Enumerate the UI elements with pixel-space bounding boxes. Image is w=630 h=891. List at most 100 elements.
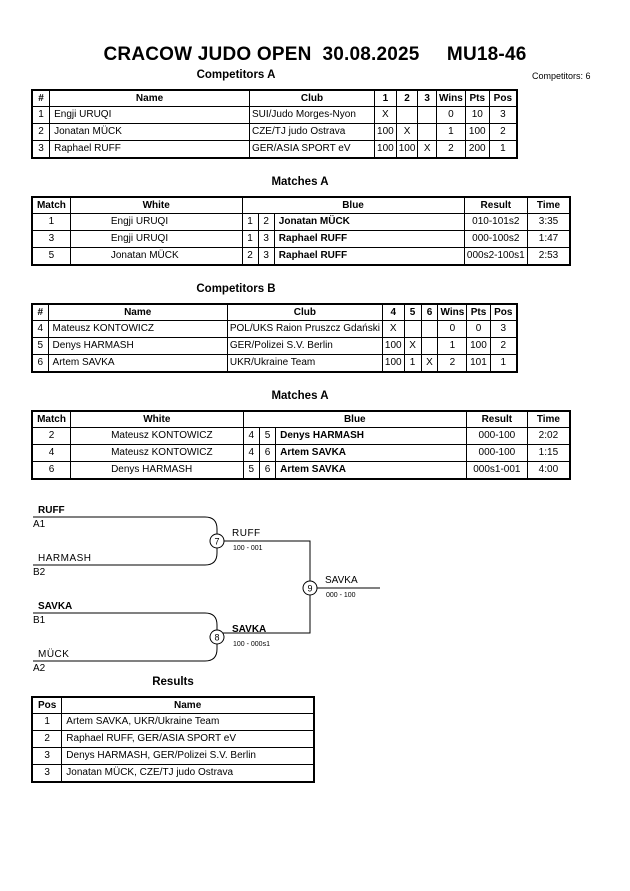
table-row: 4 Mateusz KONTOWICZ 4 6 Artem SAVKA 000-… [31, 444, 571, 462]
cell: Engji URUQI [69, 213, 243, 231]
table-row: 1 Engji URUQI SUI/Judo Morges-Nyon X 0 1… [31, 106, 518, 124]
sf2-bottom-name: MÜCK [38, 648, 69, 660]
cell: 1 [437, 337, 468, 355]
cell: Denys HARMASH, GER/Polizei S.V. Berlin [61, 747, 315, 765]
cell: 3 [31, 140, 51, 159]
cell: GER/ASIA SPORT eV [248, 140, 376, 159]
cell [417, 123, 437, 141]
competitors-b-title: Competitors B [196, 283, 276, 295]
cell: Denys HARMASH [70, 461, 244, 480]
cell: Engji URUQI [69, 230, 243, 248]
cell: 0 [466, 320, 491, 338]
cell: 010-101s2 [463, 213, 529, 231]
col-header: Name [47, 303, 228, 321]
col-header: # [31, 89, 51, 107]
cell: Raphael RUFF [273, 230, 465, 248]
competitors-a-title: Competitors A [196, 69, 276, 81]
results-table: Pos Name 1 Artem SAVKA, UKR/Ukraine Team… [31, 696, 315, 783]
cell: Artem SAVKA [275, 461, 467, 480]
col-header: Name [49, 89, 250, 107]
cell: Artem SAVKA [275, 444, 467, 462]
cell: 000s2-100s1 [463, 247, 529, 266]
sf2-winner: SAVKA [232, 624, 266, 635]
cell: 5 [242, 461, 260, 480]
cell: Denys HARMASH [275, 427, 467, 445]
sf2-bottom-seed: A2 [33, 663, 46, 674]
col-header: Time [526, 410, 571, 428]
competitors-b-table: # Name Club 4 5 6 Wins Pts Pos 4 Mateusz… [31, 303, 518, 373]
cell: 1:47 [527, 230, 571, 248]
cell: 2:02 [526, 427, 571, 445]
cell: 10 [464, 106, 490, 124]
matches-b-title: Matches A [271, 390, 329, 402]
cell: 1 [241, 230, 259, 248]
table-row: 3 Jonatan MÜCK, CZE/TJ judo Ostrava [31, 764, 315, 783]
cell: Jonatan MÜCK, CZE/TJ judo Ostrava [61, 764, 315, 783]
cell: 100 [381, 354, 405, 373]
col-header: Result [463, 196, 529, 214]
sf1-bottom-seed: B2 [33, 567, 46, 578]
sf1-top-seed: A1 [33, 519, 46, 530]
cell: 5 [31, 337, 49, 355]
cell: Jonatan MÜCK [69, 247, 243, 266]
cell: 3 [489, 320, 518, 338]
cell: 6 [258, 461, 277, 480]
sf2-match-number: 8 [214, 633, 219, 643]
match-circle [302, 580, 318, 596]
col-header: Match [31, 196, 71, 214]
cell [395, 106, 419, 124]
cell: 100 [374, 140, 397, 159]
table-row: 2 Mateusz KONTOWICZ 4 5 Denys HARMASH 00… [31, 427, 571, 445]
cell: 4:00 [526, 461, 571, 480]
cell: 6 [31, 461, 72, 480]
cell: 5 [258, 427, 277, 445]
col-header: 4 [381, 303, 405, 321]
cell: 6 [258, 444, 277, 462]
sf1-bottom-name: HARMASH [38, 553, 92, 564]
cell [417, 106, 437, 124]
cell: Engji URUQI [49, 106, 250, 124]
cell: GER/Polizei S.V. Berlin [226, 337, 383, 355]
sf2-score: 100 - 000s1 [233, 641, 270, 648]
cell: Mateusz KONTOWICZ [70, 444, 244, 462]
col-header: Pos [489, 303, 518, 321]
page-title: CRACOW JUDO OPEN 30.08.2025 MU18-46 [103, 44, 527, 65]
cell: Artem SAVKA [47, 354, 228, 373]
competitors-count: Competitors: 6 [532, 71, 591, 81]
final-winner: SAVKA [325, 575, 358, 586]
col-header: # [31, 303, 49, 321]
col-header: Wins [436, 89, 466, 107]
col-header: Pos [31, 696, 63, 714]
table-row: 5 Jonatan MÜCK 2 3 Raphael RUFF 000s2-10… [31, 247, 571, 266]
sf1-top-name: RUFF [38, 505, 65, 516]
cell: CZE/TJ judo Ostrava [248, 123, 376, 141]
cell: 2 [31, 427, 72, 445]
col-header: 3 [417, 89, 437, 107]
sf1-winner: RUFF [232, 528, 261, 539]
cell: 101 [466, 354, 491, 373]
cell: 4 [242, 427, 260, 445]
cell: 3 [488, 106, 518, 124]
sf2-top-seed: B1 [33, 615, 46, 626]
cell [420, 337, 439, 355]
cell: SUI/Judo Morges-Nyon [248, 106, 376, 124]
col-header: White [69, 196, 243, 214]
col-header: Club [226, 303, 383, 321]
cell: Raphael RUFF [49, 140, 250, 159]
cell: 1 [436, 123, 466, 141]
cell: 3:35 [527, 213, 571, 231]
cell: 3 [257, 230, 275, 248]
cell: 5 [31, 247, 71, 266]
table-row: 3 Raphael RUFF GER/ASIA SPORT eV 100 100… [31, 140, 518, 159]
final-score: 000 - 100 [326, 592, 356, 599]
sf1-score: 100 - 001 [233, 545, 263, 552]
cell: Denys HARMASH [47, 337, 228, 355]
col-header: Pts [466, 303, 491, 321]
cell: Artem SAVKA, UKR/Ukraine Team [61, 713, 315, 731]
cell: 200 [464, 140, 490, 159]
cell: 4 [31, 320, 49, 338]
table-row: 3 Denys HARMASH, GER/Polizei S.V. Berlin [31, 747, 315, 765]
col-header: Club [248, 89, 376, 107]
cell: 2 [488, 123, 518, 141]
table-row: 3 Engji URUQI 1 3 Raphael RUFF 000-100s2… [31, 230, 571, 248]
